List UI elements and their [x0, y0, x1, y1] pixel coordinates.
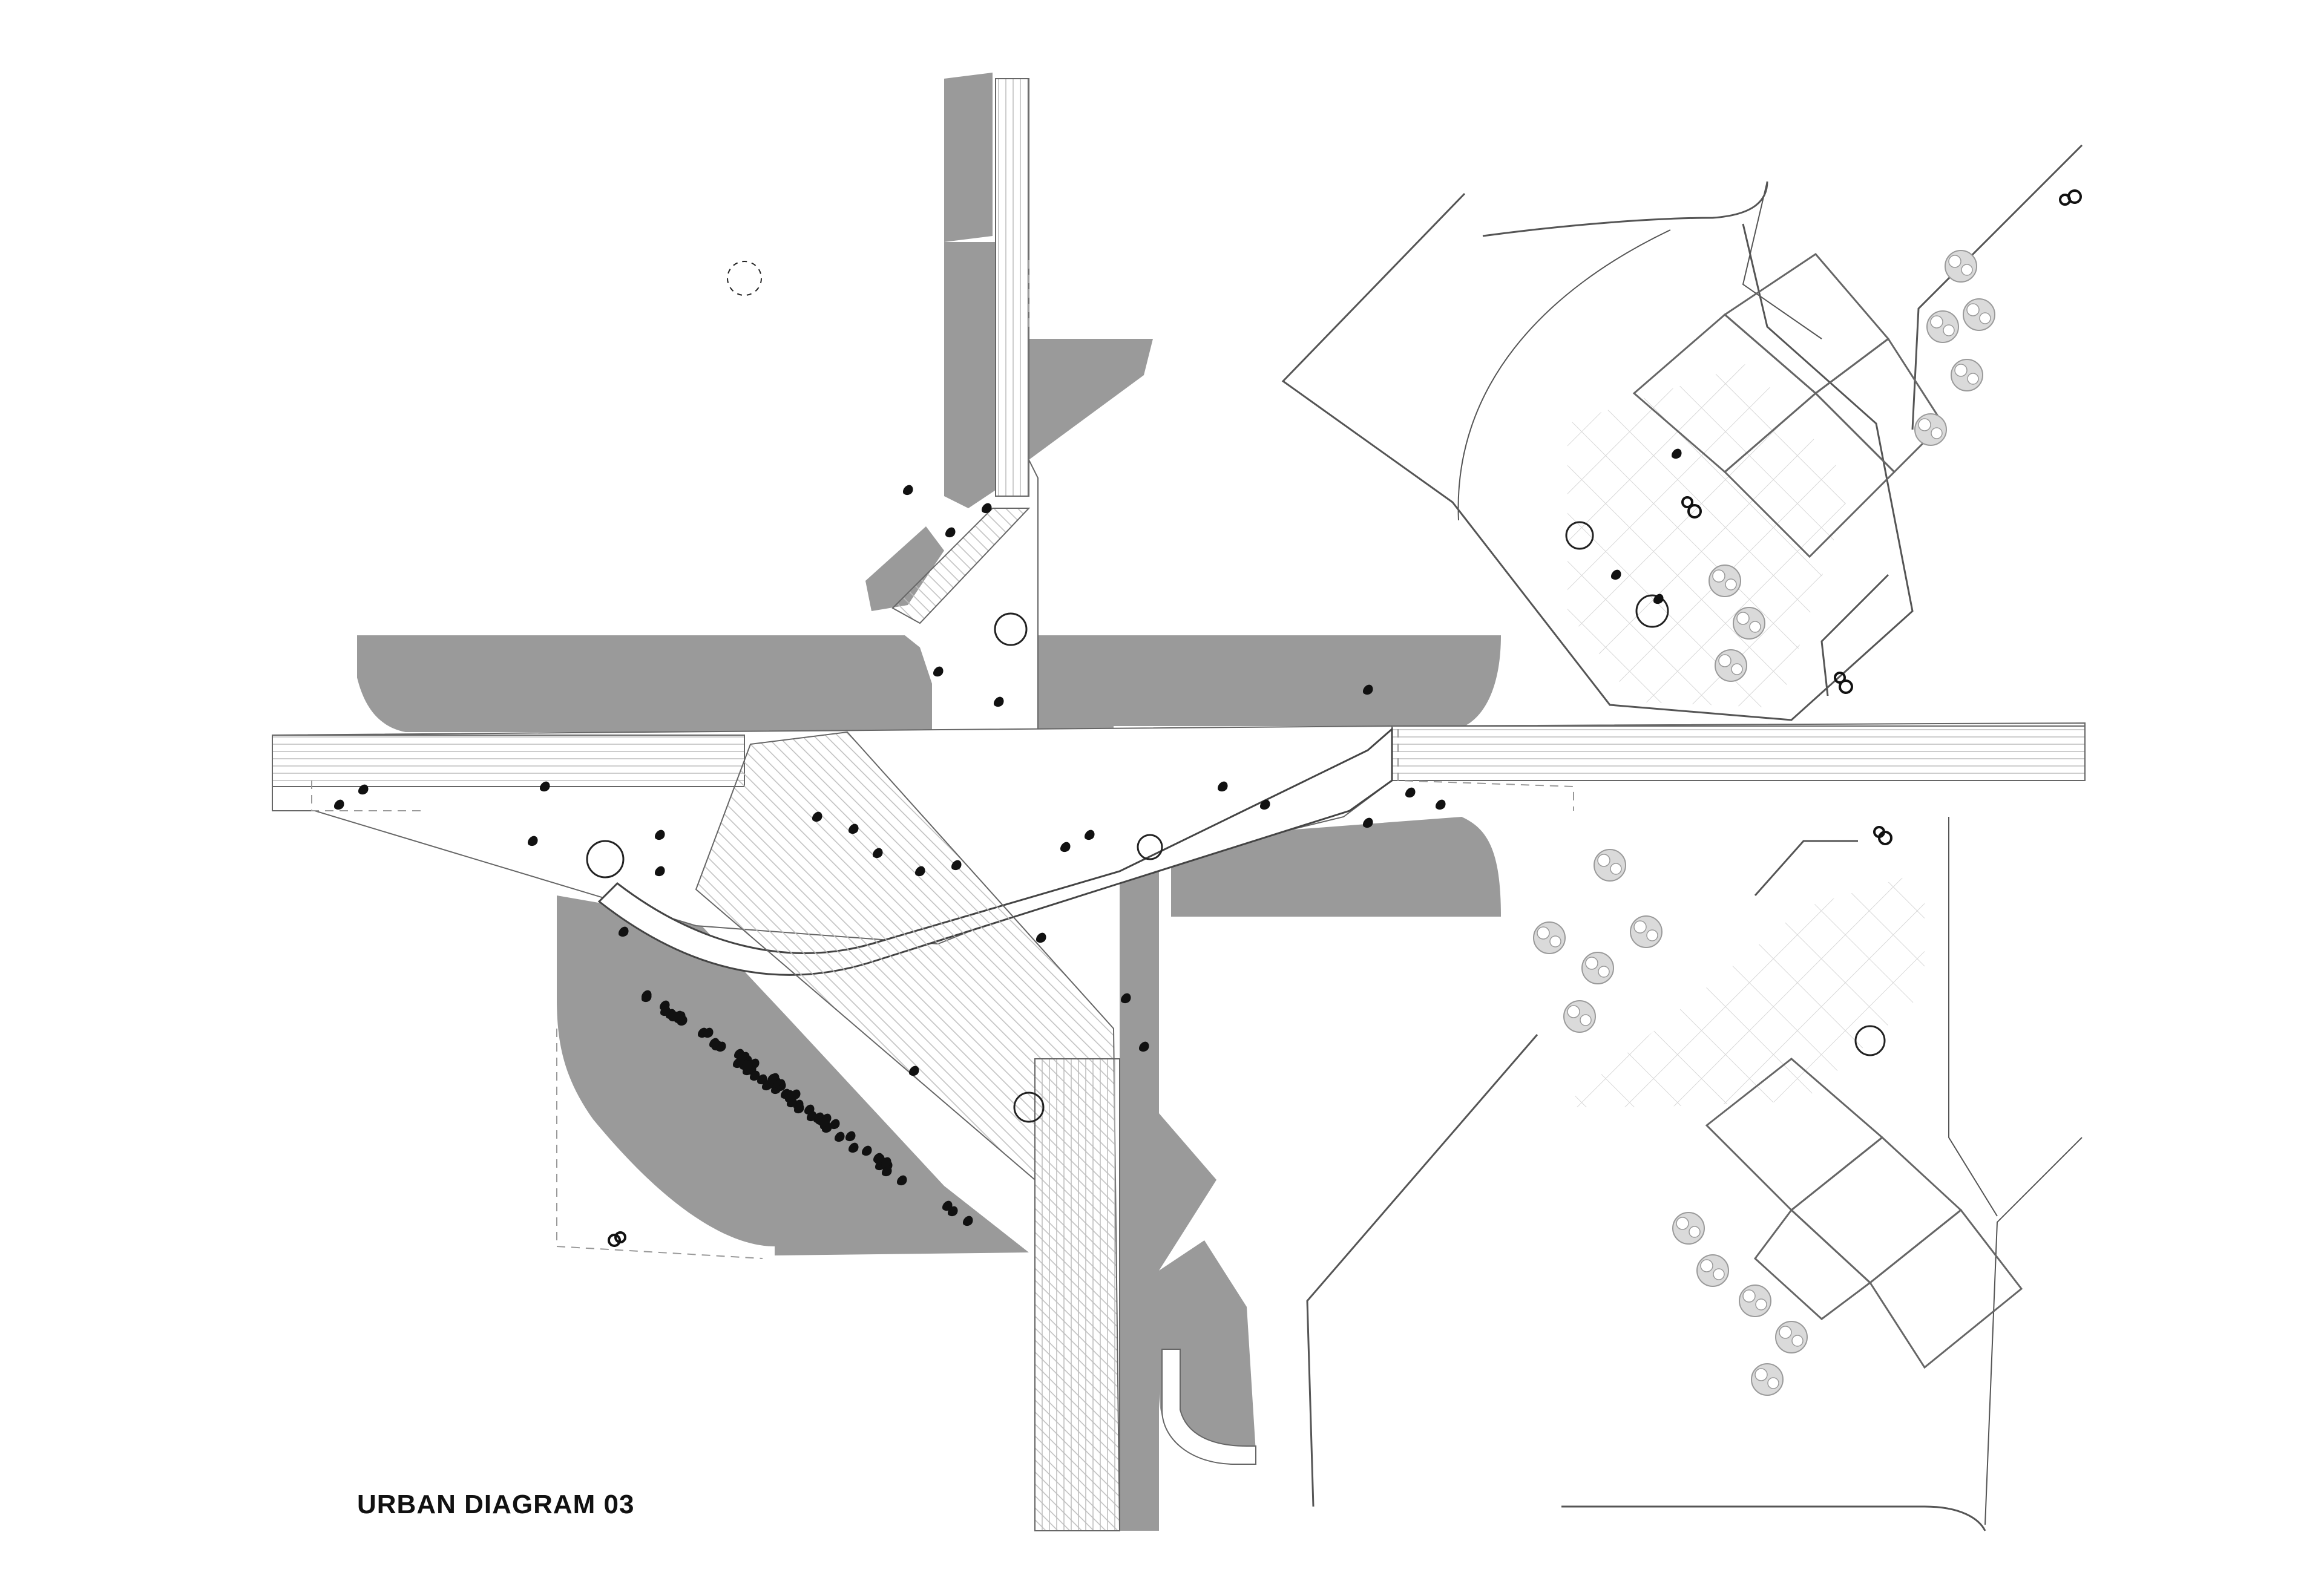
planters	[586, 261, 1886, 1123]
ne-plaza-wall-lower	[1820, 574, 1889, 696]
building-blocks	[357, 73, 1501, 1531]
tree-canopy	[1963, 298, 1995, 331]
pedestrian-figure	[1435, 799, 1446, 810]
dashed-outlines	[311, 260, 1574, 1259]
block-south-east	[1159, 1240, 1256, 1458]
pedestrian-figure	[993, 696, 1004, 707]
pedestrian-figure	[933, 666, 944, 677]
se-plaza-bottom	[1561, 1505, 1986, 1531]
block-north-east-wedge	[1029, 339, 1153, 460]
ne-plaza-paving	[1567, 363, 1852, 708]
pedestrian-figure	[1036, 932, 1046, 943]
bike-racks	[608, 189, 2082, 1247]
tree-canopy	[1733, 607, 1765, 640]
se-plaza-paving	[1561, 871, 1925, 1107]
tree-canopy	[1926, 310, 1959, 343]
se-pavilions	[1705, 1058, 2023, 1369]
ne-plaza-arc	[1457, 229, 1671, 521]
block-south-strip	[1120, 871, 1216, 1531]
block-north-strip	[944, 73, 993, 242]
tree-canopy	[1594, 849, 1626, 882]
tree-canopy	[1630, 915, 1663, 948]
tree-canopy	[1581, 952, 1614, 984]
pedestrian-figure	[902, 485, 913, 496]
ne-plaza-wall	[1911, 144, 2083, 430]
tree-canopy	[1775, 1321, 1808, 1353]
road-north-ramp	[891, 508, 1031, 624]
se-plaza	[1306, 817, 2083, 1531]
tree-canopy	[1709, 565, 1741, 597]
se-bench-curve	[1754, 840, 1858, 896]
tree-canopy	[1951, 359, 1983, 391]
road-curved-avenue	[597, 727, 1393, 976]
road-south-lanes	[1034, 1058, 1120, 1531]
se-plaza-right-wall	[1984, 1137, 2083, 1525]
block-north-west-diagonal	[865, 526, 944, 611]
block-north-strip-lower	[944, 242, 996, 508]
block-west	[357, 635, 932, 732]
roads	[272, 78, 2086, 1531]
tree-canopy	[1945, 250, 1977, 283]
ne-plaza-outline	[1281, 192, 1914, 721]
road-south-east-curve	[1161, 1349, 1256, 1465]
se-plaza-right-top	[1948, 817, 1998, 1217]
pedestrian-figure	[945, 527, 956, 538]
tree-canopy	[1715, 649, 1747, 682]
tree-canopy	[1563, 1000, 1596, 1033]
bike-rack-icon	[1681, 496, 1702, 519]
pedestrian-figure	[1405, 787, 1416, 798]
bike-rack-icon	[2059, 189, 2082, 206]
tree-canopy	[1739, 1285, 1771, 1317]
block-east	[1038, 635, 1501, 829]
block-south-west-plaza	[557, 895, 1029, 1255]
road-east-lanes	[1391, 725, 2086, 781]
tree-canopy	[1696, 1254, 1729, 1287]
ne-plaza-curve	[1482, 181, 1768, 237]
tree-canopy	[1914, 413, 1947, 446]
ne-plaza	[1281, 144, 2083, 721]
bike-rack-icon	[608, 1231, 626, 1247]
diagram-caption: URBAN DIAGRAM 03	[357, 1490, 635, 1519]
tree-canopy	[1533, 921, 1566, 954]
ne-plaza-edge-right	[1742, 181, 1822, 339]
bike-rack-icon	[1834, 672, 1853, 694]
bike-rack-icon	[1873, 826, 1892, 845]
tree-canopy	[1751, 1363, 1784, 1396]
se-plaza-diagonal-left	[1306, 1034, 1538, 1507]
road-west-lanes	[272, 735, 745, 787]
road-north-lanes	[995, 78, 1029, 497]
tree-canopy	[1672, 1212, 1705, 1245]
